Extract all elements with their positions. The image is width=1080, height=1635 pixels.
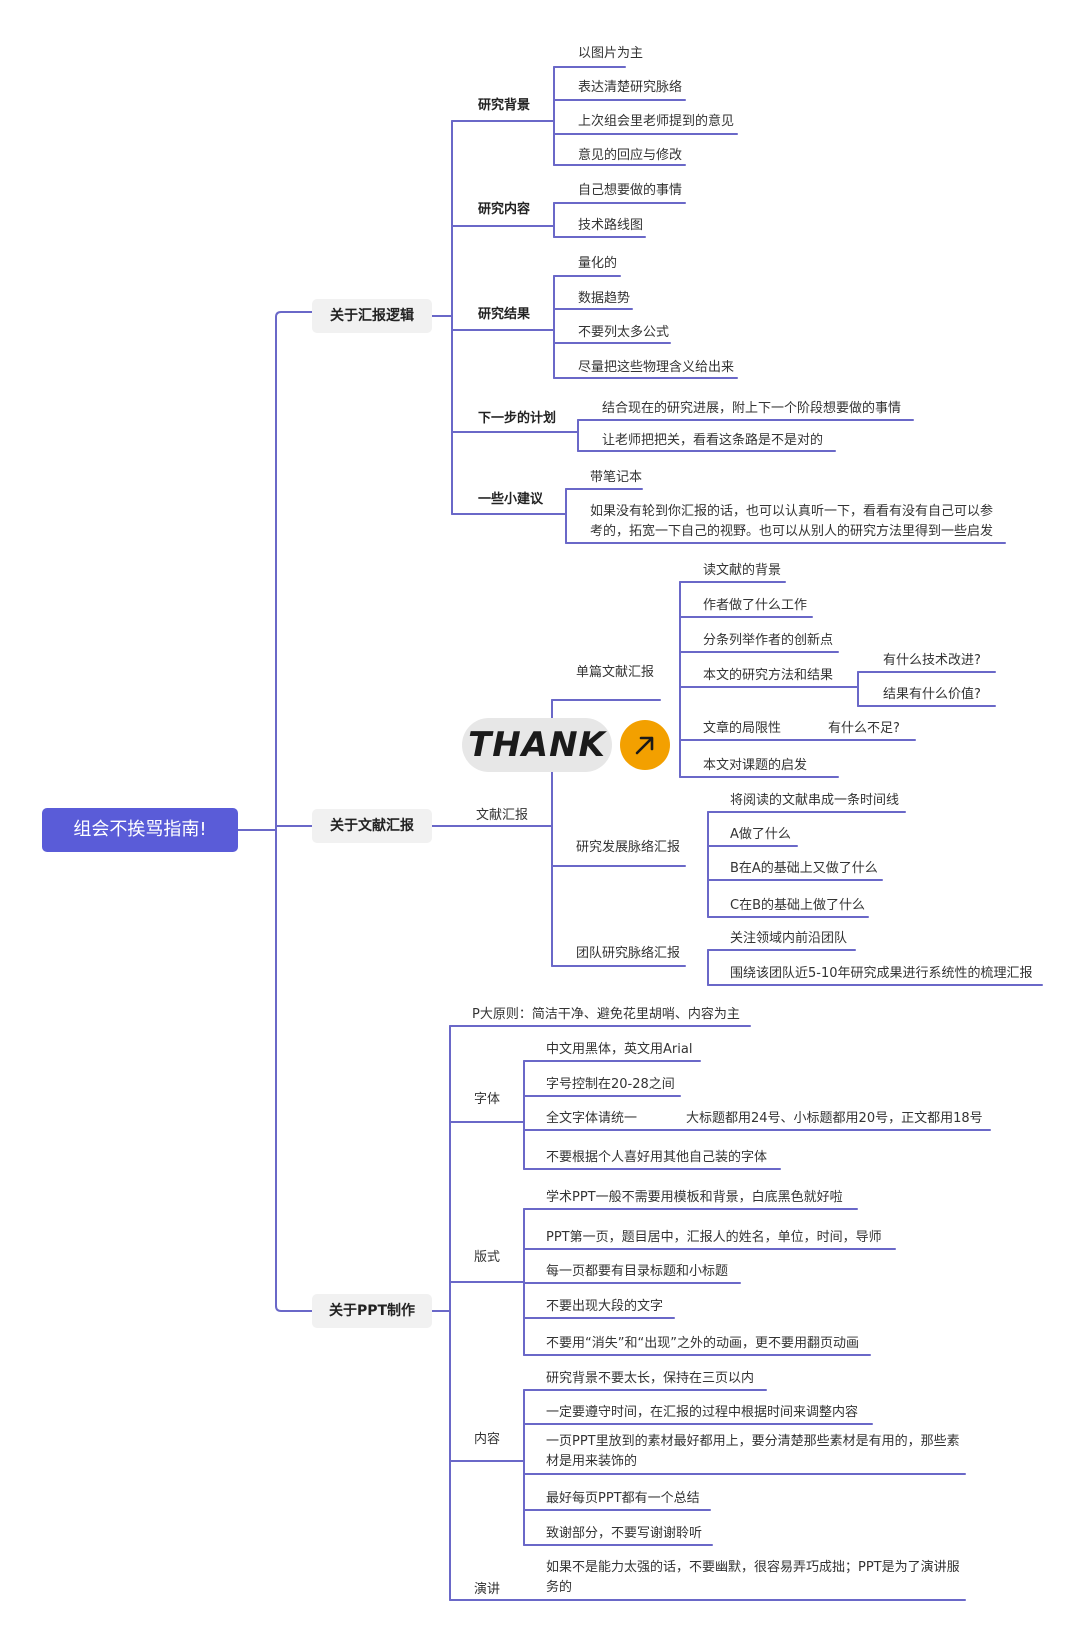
leaf[interactable]: 关注领域内前沿团队 (730, 931, 848, 946)
leaf[interactable]: 本文的研究方法和结果 (703, 668, 834, 683)
node-font[interactable]: 字体 (474, 1092, 501, 1107)
leaf[interactable]: 作者做了什么工作 (703, 598, 808, 613)
leaf[interactable]: 本文对课题的启发 (703, 758, 808, 773)
leaf[interactable]: A做了什么 (730, 827, 791, 842)
node-team-timeline[interactable]: 团队研究脉络汇报 (576, 946, 681, 961)
node-research-content[interactable]: 研究内容 (478, 202, 531, 217)
leaf[interactable]: 以图片为主 (578, 46, 644, 61)
leaf[interactable]: 学术PPT一般不需要用模板和背景，白底黑色就好啦 (546, 1190, 843, 1205)
leaf[interactable]: 量化的 (578, 256, 618, 271)
leaf[interactable]: 研究背景不要太长，保持在三页以内 (546, 1371, 755, 1386)
node-content[interactable]: 内容 (474, 1432, 501, 1447)
leaf[interactable]: 意见的回应与修改 (578, 148, 683, 163)
leaf[interactable]: 不要根据个人喜好用其他自己装的字体 (546, 1150, 768, 1165)
leaf[interactable]: 全文字体请统一 (546, 1111, 638, 1126)
leaf[interactable]: 表达清楚研究脉络 (578, 80, 683, 95)
arrow-up-right-icon[interactable] (620, 720, 670, 770)
thank-badge: THANK (462, 718, 612, 772)
leaf[interactable]: 自己想要做的事情 (578, 183, 683, 198)
leaf[interactable]: 字号控制在20-28之间 (546, 1077, 675, 1092)
branch-literature-report[interactable]: 关于文献汇报 (312, 809, 432, 843)
node-next-plan[interactable]: 下一步的计划 (478, 411, 557, 426)
leaf[interactable]: 致谢部分，不要写谢谢聆听 (546, 1526, 703, 1541)
node-research-timeline[interactable]: 研究发展脉络汇报 (576, 840, 681, 855)
leaf[interactable]: 尽量把这些物理含义给出来 (578, 360, 735, 375)
leaf[interactable]: 一页PPT里放到的素材最好都用上，要分清楚那些素材是有用的，那些素材是用来装饰的 (546, 1434, 960, 1469)
leaf[interactable]: 一定要遵守时间，在汇报的过程中根据时间来调整内容 (546, 1405, 859, 1420)
leaf[interactable]: 有什么不足? (828, 721, 900, 736)
root-node[interactable]: 组会不挨骂指南! (42, 808, 238, 852)
branch-report-logic[interactable]: 关于汇报逻辑 (312, 299, 432, 333)
leaf[interactable]: 不要列太多公式 (578, 325, 670, 340)
leaf[interactable]: 中文用黑体，英文用Arial (546, 1042, 693, 1057)
leaf[interactable]: 分条列举作者的创新点 (703, 633, 834, 648)
leaf[interactable]: 上次组会里老师提到的意见 (578, 114, 735, 129)
node-tips[interactable]: 一些小建议 (478, 492, 544, 507)
leaf[interactable]: 读文献的背景 (703, 563, 782, 578)
node-principle[interactable]: P大原则：简洁干净、避免花里胡哨、内容为主 (472, 1007, 740, 1022)
leaf[interactable]: PPT第一页，题目居中，汇报人的姓名，单位，时间，导师 (546, 1230, 882, 1245)
leaf[interactable]: C在B的基础上做了什么 (730, 898, 865, 913)
leaf[interactable]: 每一页都要有目录标题和小标题 (546, 1264, 729, 1279)
leaf[interactable]: 围绕该团队近5-10年研究成果进行系统性的梳理汇报 (730, 966, 1033, 981)
leaf[interactable]: 如果不是能力太强的话，不要幽默，很容易弄巧成拙；PPT是为了演讲服务的 (546, 1560, 960, 1595)
node-speech[interactable]: 演讲 (474, 1582, 501, 1597)
node-research-results[interactable]: 研究结果 (478, 307, 531, 322)
leaf[interactable]: 数据趋势 (578, 291, 631, 306)
leaf[interactable]: 文章的局限性 (703, 721, 782, 736)
node-research-background[interactable]: 研究背景 (478, 98, 531, 113)
leaf[interactable]: 如果没有轮到你汇报的话，也可以认真听一下，看看有没有自己可以参考的，拓宽一下自己… (590, 504, 994, 539)
leaf[interactable]: B在A的基础上又做了什么 (730, 861, 878, 876)
leaf[interactable]: 最好每页PPT都有一个总结 (546, 1491, 700, 1506)
leaf[interactable]: 带笔记本 (590, 470, 643, 485)
node-literature-report[interactable]: 文献汇报 (476, 808, 529, 823)
node-single-paper[interactable]: 单篇文献汇报 (576, 665, 655, 680)
leaf[interactable]: 不要用“消失”和“出现”之外的动画，更不要用翻页动画 (546, 1336, 859, 1351)
leaf[interactable]: 将阅读的文献串成一条时间线 (730, 793, 900, 808)
leaf[interactable]: 技术路线图 (578, 218, 644, 233)
leaf[interactable]: 让老师把把关，看看这条路是不是对的 (602, 433, 824, 448)
leaf[interactable]: 不要出现大段的文字 (546, 1299, 664, 1314)
leaf[interactable]: 结合现在的研究进展，附上下一个阶段想要做的事情 (602, 401, 902, 416)
leaf[interactable]: 有什么技术改进? (883, 653, 981, 668)
branch-ppt-making[interactable]: 关于PPT制作 (312, 1294, 432, 1328)
leaf[interactable]: 大标题都用24号、小标题都用20号，正文都用18号 (686, 1111, 983, 1126)
node-layout[interactable]: 版式 (474, 1250, 501, 1265)
leaf[interactable]: 结果有什么价值? (883, 687, 981, 702)
